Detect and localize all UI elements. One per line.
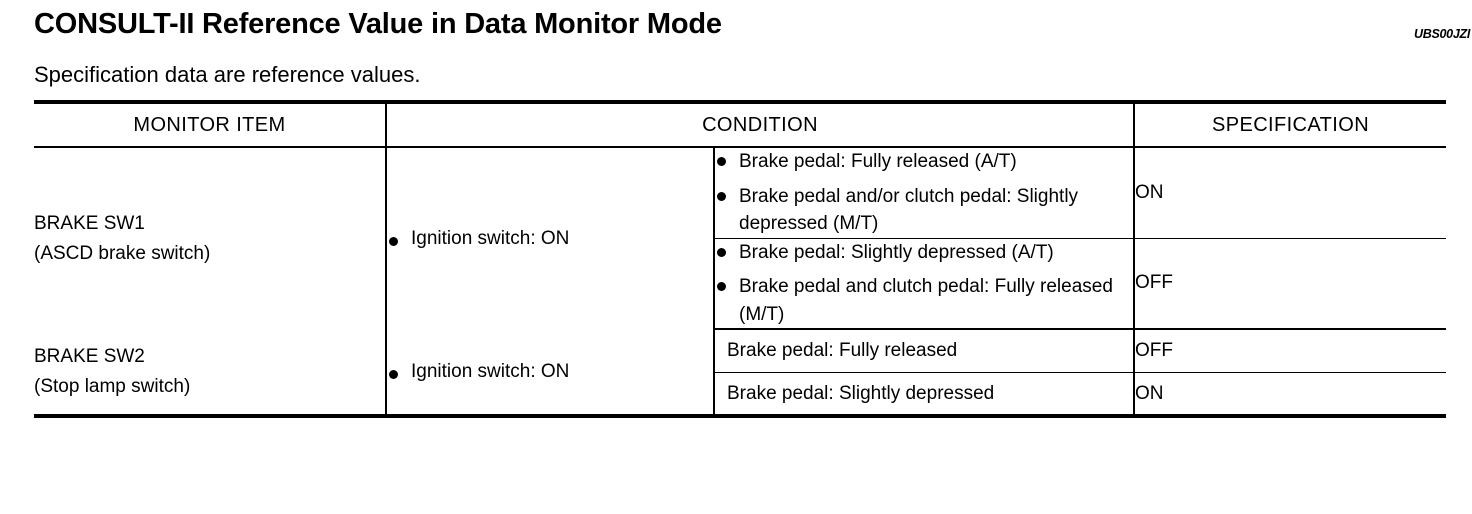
cell-subcondition: Brake pedal: Slightly depressed (A/T) Br… [714, 238, 1136, 331]
condition-text: Ignition switch: ON [387, 228, 569, 250]
cell-subcondition: Brake pedal: Fully released [714, 329, 1136, 373]
column-header-condition: CONDITION [386, 100, 1136, 148]
header-row: MONITOR ITEM CONDITION SPECIFICATION [34, 100, 1447, 148]
consult-reference-table: MONITOR ITEM CONDITION SPECIFICATION BRA… [34, 100, 1447, 419]
subcondition-list: Brake pedal: Slightly depressed (A/T) Br… [715, 239, 1133, 329]
cell-specification: ON [1134, 372, 1447, 419]
list-item: Brake pedal: Slightly depressed (A/T) [715, 239, 1133, 267]
spec-table-container: MONITOR ITEM CONDITION SPECIFICATION BRA… [34, 100, 1447, 419]
column-header-specification: SPECIFICATION [1134, 100, 1447, 148]
cell-specification: OFF [1134, 238, 1447, 331]
condition-text: Ignition switch: ON [387, 361, 569, 383]
monitor-item-note: (Stop lamp switch) [34, 375, 191, 397]
cell-specification: ON [1134, 147, 1447, 239]
table-row: Brake pedal: Slightly depressed ON [34, 372, 1447, 419]
table-row: BRAKE SW1 (ASCD brake switch) Ignition s… [34, 147, 1447, 330]
list-item: Brake pedal and clutch pedal: Fully rele… [715, 273, 1133, 328]
table-header: MONITOR ITEM CONDITION SPECIFICATION [34, 100, 1447, 148]
list-item: Brake pedal and/or clutch pedal: Slightl… [715, 183, 1133, 238]
cell-monitor-item: BRAKE SW1 (ASCD brake switch) [34, 147, 387, 330]
cell-condition: Ignition switch: ON [386, 329, 715, 419]
monitor-item-name: BRAKE SW2 [34, 346, 145, 368]
table-row: Brake pedal: Slightly depressed (A/T) Br… [34, 238, 1447, 331]
subcondition-list: Brake pedal: Fully released (A/T) Brake … [715, 148, 1133, 238]
monitor-item-note: (ASCD brake switch) [34, 242, 211, 264]
table-row: BRAKE SW2 (Stop lamp switch) Ignition sw… [34, 329, 1447, 419]
monitor-item-name: BRAKE SW1 [34, 213, 145, 235]
reference-code: UBS00JZI [1414, 27, 1470, 41]
cell-subcondition: Brake pedal: Slightly depressed [714, 372, 1136, 419]
page-subtitle: Specification data are reference values. [34, 62, 421, 87]
list-item: Brake pedal: Fully released (A/T) [715, 148, 1133, 176]
cell-monitor-item: BRAKE SW2 (Stop lamp switch) [34, 329, 387, 419]
column-header-monitor-item: MONITOR ITEM [34, 100, 387, 148]
cell-subcondition: Brake pedal: Fully released (A/T) Brake … [714, 147, 1136, 239]
cell-condition: Ignition switch: ON [386, 147, 715, 330]
page-title: CONSULT-II Reference Value in Data Monit… [34, 8, 722, 40]
cell-specification: OFF [1134, 329, 1447, 373]
table-body: BRAKE SW1 (ASCD brake switch) Ignition s… [34, 147, 1447, 419]
